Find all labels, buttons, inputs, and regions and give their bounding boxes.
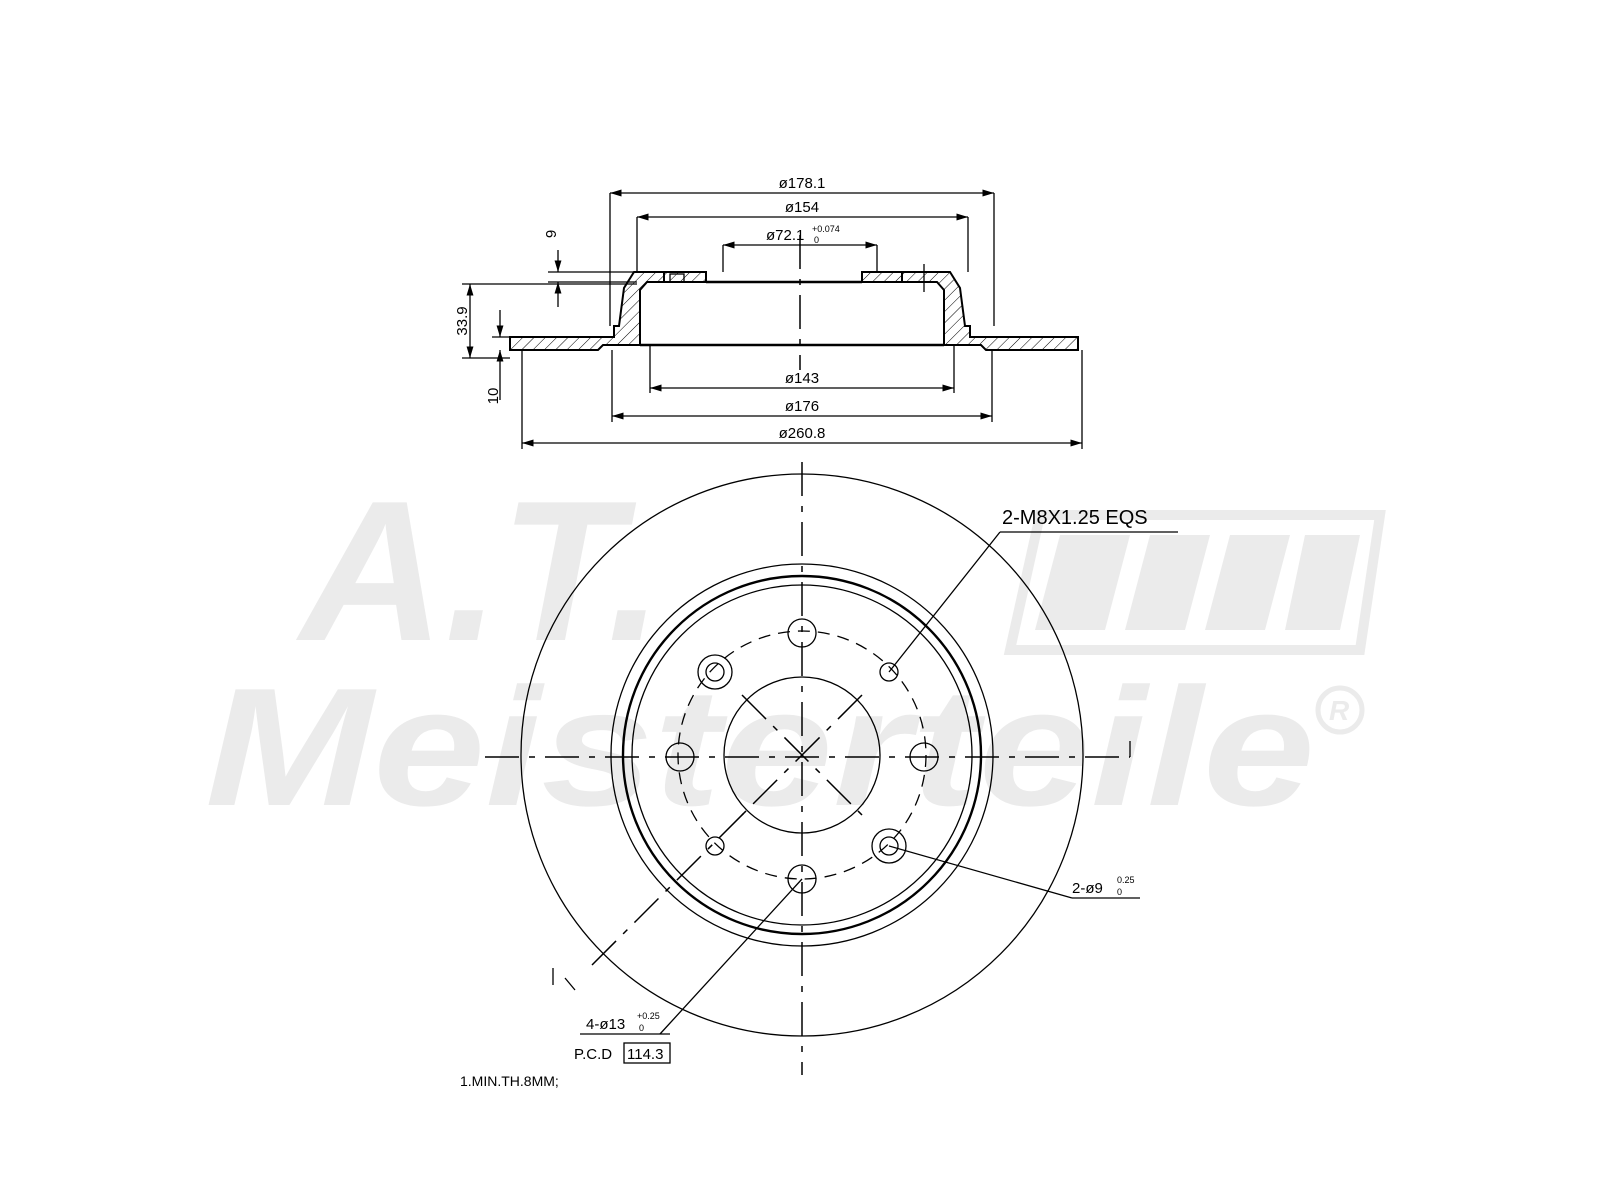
dim-d154: ø154 xyxy=(636,199,969,272)
pin-hole-label: 2-ø9 xyxy=(1072,880,1103,897)
brand-watermark: A.T. Meisterteile R xyxy=(205,460,1386,841)
dim-tol-upper-d72: +0.074 xyxy=(812,224,840,234)
thread-callout-label: 2-M8X1.25 EQS xyxy=(1002,507,1148,529)
dim-d72: ø72.1 +0.074 0 xyxy=(722,224,878,272)
dim-label-d176: ø176 xyxy=(785,398,819,415)
svg-text:R: R xyxy=(1329,695,1350,726)
dim-label-d260: ø260.8 xyxy=(779,425,826,442)
disc-section-profile xyxy=(509,264,1079,351)
threaded-hole xyxy=(697,654,733,690)
pin-hole xyxy=(879,662,899,682)
watermark-stripes xyxy=(1003,510,1386,655)
dim-tol-lower-d72: 0 xyxy=(814,235,819,245)
diagonal-centerline-b xyxy=(741,694,863,816)
pin-hole-callout: 2-ø9 0.25 0 xyxy=(888,845,1140,899)
pcd-box xyxy=(623,1042,671,1064)
dim-d260: ø260.8 xyxy=(521,350,1083,449)
pin-hole-tol-upper: 0.25 xyxy=(1117,875,1135,885)
dim-label-d178: ø178.1 xyxy=(779,175,826,192)
dim-label-d154: ø154 xyxy=(785,199,819,216)
thread-callout: 2-M8X1.25 EQS xyxy=(888,507,1178,673)
watermark-brand-line1: A.T. xyxy=(295,460,663,683)
dim-label-d72: ø72.1 xyxy=(766,227,804,244)
threaded-holes xyxy=(697,654,907,864)
hat-wall-circle xyxy=(621,574,983,936)
bolt-holes-label: 4-ø13 xyxy=(586,1016,625,1033)
threaded-hole xyxy=(871,828,907,864)
watermark-brand-line2: Meisterteile xyxy=(205,653,1315,841)
pin-hole-tol-lower: 0 xyxy=(1117,887,1122,897)
threaded-hole-inner xyxy=(705,662,725,682)
bolt-holes-tol-upper: +0.25 xyxy=(637,1011,660,1021)
bolt-holes-tol-lower: 0 xyxy=(639,1023,644,1033)
pcd-value: 114.3 xyxy=(627,1046,663,1063)
section-cut-line xyxy=(591,812,745,966)
threaded-hole-inner xyxy=(879,836,899,856)
bolt-hole-callout: 4-ø13 +0.25 0 P.C.D 114.3 xyxy=(574,878,803,1064)
dim-d143: ø143 xyxy=(649,345,955,393)
dim-label-d143: ø143 xyxy=(785,370,819,387)
pin-holes xyxy=(705,662,899,856)
min-thickness-note: 1.MIN.TH.8MM; xyxy=(460,1073,559,1089)
dim-h10: 10 xyxy=(485,310,510,404)
registered-mark: R xyxy=(1315,685,1365,735)
dim-label-h9: 9 xyxy=(543,230,560,238)
pin-hole xyxy=(705,836,725,856)
cross-section-view: ø178.1 ø154 ø72.1 +0.074 0 ø143 ø176 xyxy=(454,175,1083,449)
dim-h9: 9 xyxy=(543,230,637,307)
dim-label-h10: 10 xyxy=(485,388,502,405)
plan-view: 2-M8X1.25 EQS 2-ø9 0.25 0 4-ø13 +0.25 0 … xyxy=(485,462,1178,1075)
pcd-label: P.C.D xyxy=(574,1046,612,1063)
dim-d176: ø176 xyxy=(611,350,993,422)
dim-d178: ø178.1 xyxy=(609,175,995,326)
dim-label-h33: 33.9 xyxy=(454,306,471,335)
